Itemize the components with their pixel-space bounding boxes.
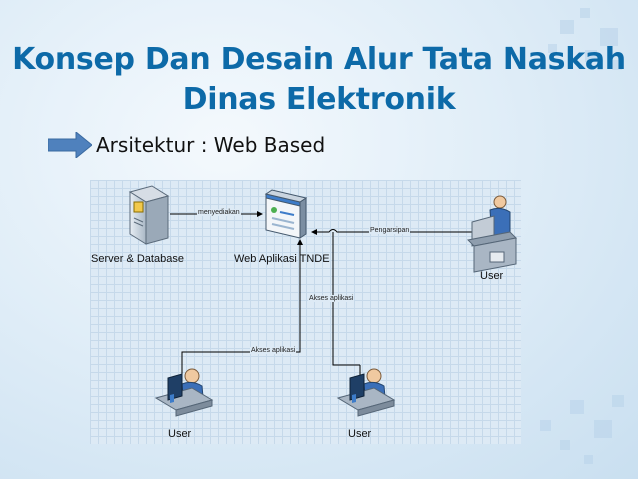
- architecture-diagram: Server & Database Web Aplikasi TNDE User…: [90, 180, 521, 444]
- user-laptop-icon-left: [154, 368, 214, 417]
- user-left-label: User: [168, 428, 192, 440]
- edge-label-menyediakan: menyediakan: [197, 209, 241, 216]
- edge-akses-aplikasi-right: [332, 232, 360, 366]
- subtitle: Arsitektur : Web Based: [96, 133, 326, 157]
- edge-label-pengarsipan: Pengarsipan: [369, 227, 411, 234]
- server-label: Server & Database: [91, 253, 184, 265]
- arrow-right-icon: [48, 132, 92, 158]
- web-app-label: Web Aplikasi TNDE: [234, 253, 330, 265]
- slide-title: Konsep Dan Desain Alur Tata Naskah Dinas…: [0, 40, 638, 120]
- title-line-2: Dinas Elektronik: [182, 82, 456, 117]
- title-line-1: Konsep Dan Desain Alur Tata Naskah: [12, 42, 626, 77]
- subtitle-row: Arsitektur : Web Based: [48, 130, 325, 160]
- user-middle-label: User: [348, 428, 372, 440]
- edge-label-akses-aplikasi-2: Akses aplikasi: [250, 347, 297, 354]
- web-application-icon: [264, 189, 308, 239]
- edge-pengarsipan: [311, 229, 475, 235]
- user-desk-icon-right: [466, 195, 518, 273]
- user-right-label: User: [480, 270, 504, 282]
- diagram-canvas: [128, 185, 518, 417]
- user-laptop-icon-middle: [336, 368, 396, 417]
- edge-label-akses-aplikasi-1: Akses aplikasi: [308, 295, 355, 302]
- connectors: [170, 211, 475, 398]
- server-icon: [128, 185, 170, 245]
